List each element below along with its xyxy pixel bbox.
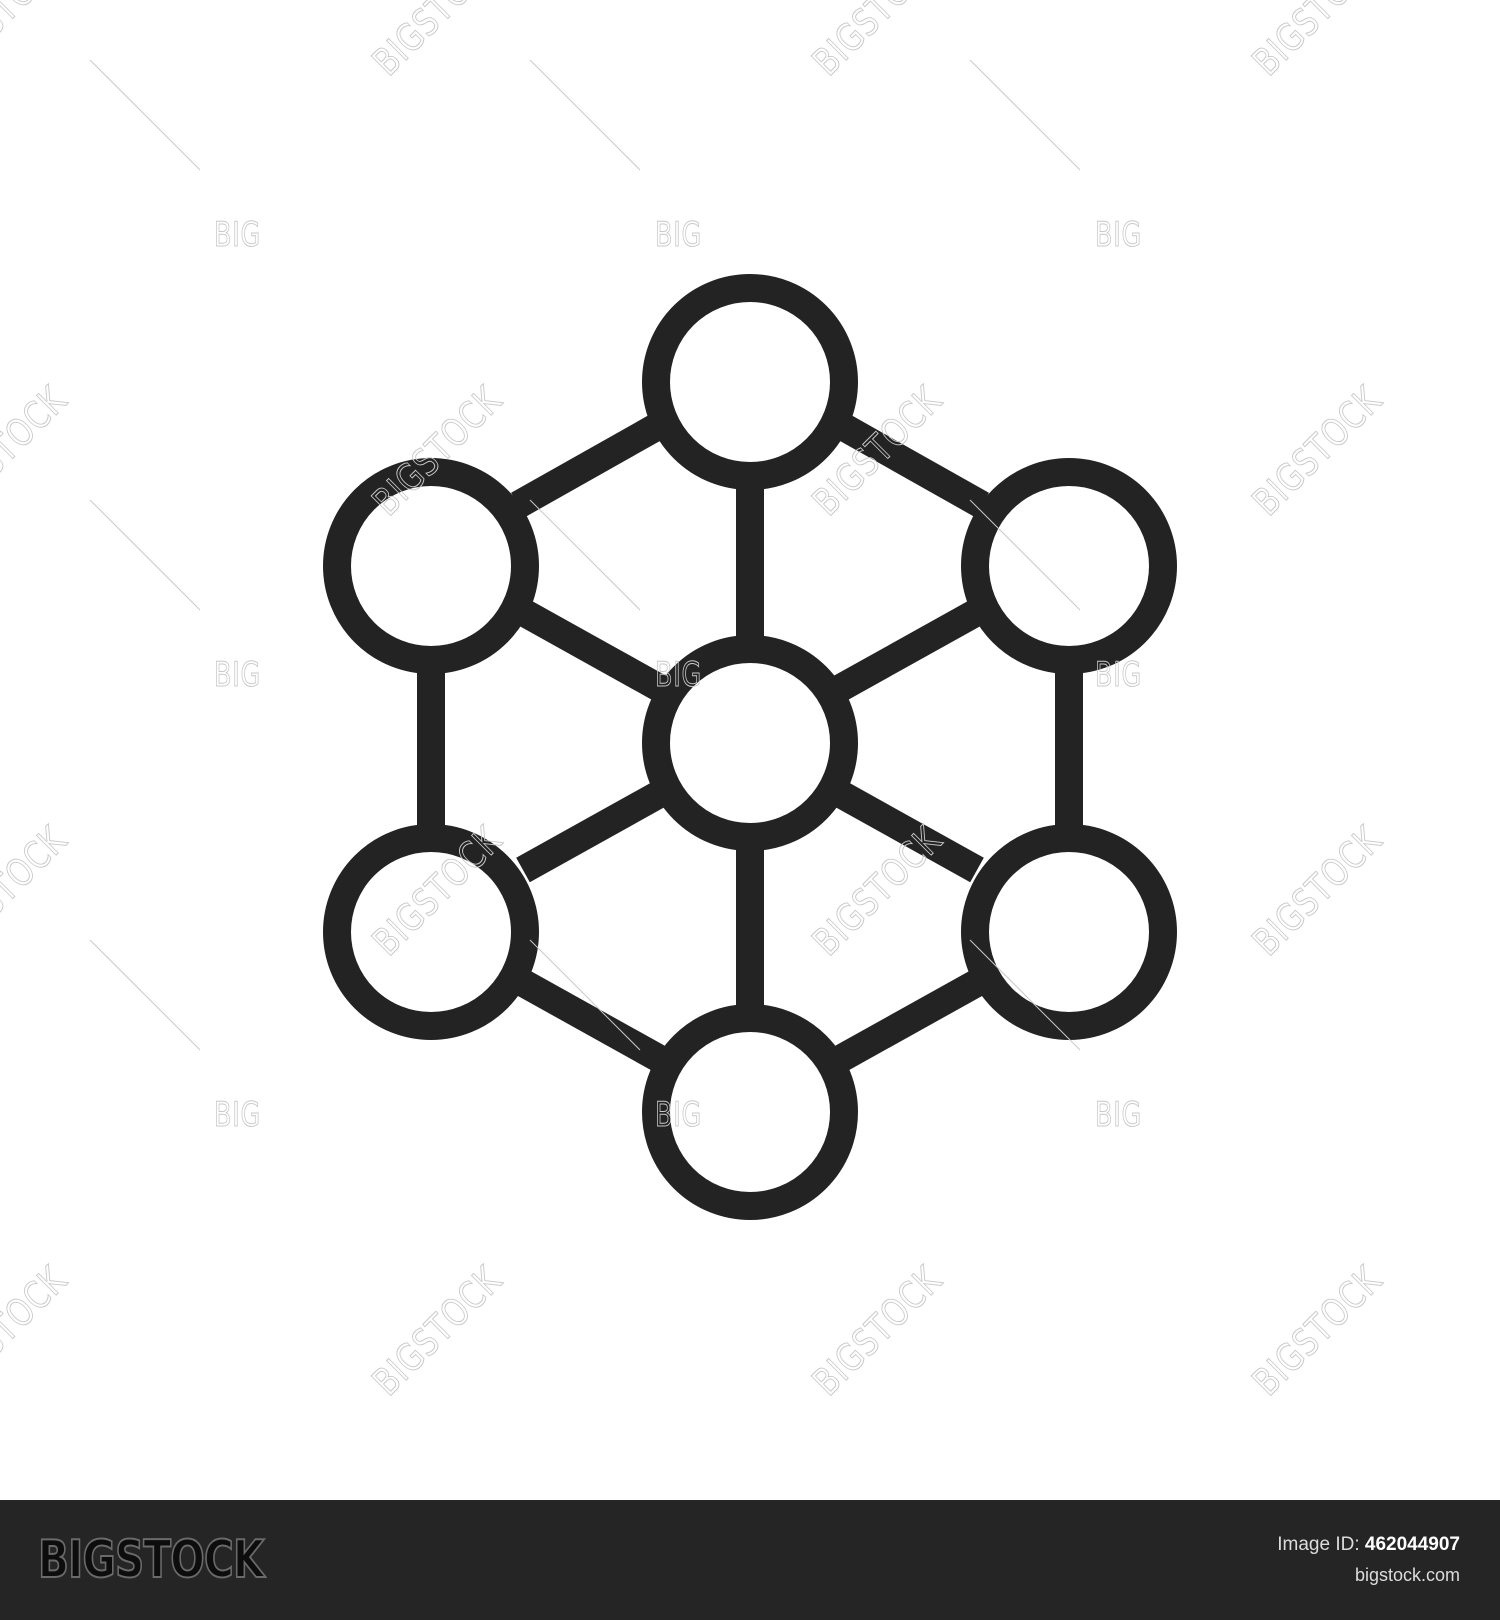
footer-bar: BIGSTOCK Image ID: 462044907 bigstock.co… [0, 1500, 1500, 1620]
image-canvas: BIGBIGBIGBIGBIGBIGBIGBIGBIGBIGSTOCKBIGST… [0, 0, 1391, 1404]
edge-top-upper-left [511, 413, 665, 518]
edge-upper-left-center [516, 599, 670, 703]
node-bottom [642, 1004, 858, 1220]
node-lower-right [961, 824, 1177, 1040]
image-id-label: Image ID: [1277, 1534, 1360, 1555]
edge-upper-right-center [830, 599, 984, 703]
site-link[interactable]: bigstock.com [1354, 1565, 1460, 1585]
node-upper-right [961, 458, 1177, 674]
icon-nodes [323, 274, 1177, 1220]
edge-center-lower-left [516, 779, 670, 883]
footer-meta: Image ID: 462044907 bigstock.com [1277, 1530, 1460, 1590]
network-molecule-icon [323, 274, 1177, 1220]
edge-top-upper-right [835, 413, 989, 518]
footer-logo: BIGSTOCK [37, 1529, 265, 1591]
edge-lower-left-bottom [511, 967, 665, 1071]
node-lower-left [323, 824, 539, 1040]
node-center [642, 635, 858, 851]
node-upper-left [323, 458, 539, 674]
edge-center-lower-right [830, 779, 984, 883]
node-top [642, 274, 858, 490]
image-id-line: Image ID: 462044907 [1277, 1530, 1460, 1560]
edge-lower-right-bottom [835, 967, 989, 1071]
image-id-value: 462044907 [1364, 1534, 1460, 1555]
